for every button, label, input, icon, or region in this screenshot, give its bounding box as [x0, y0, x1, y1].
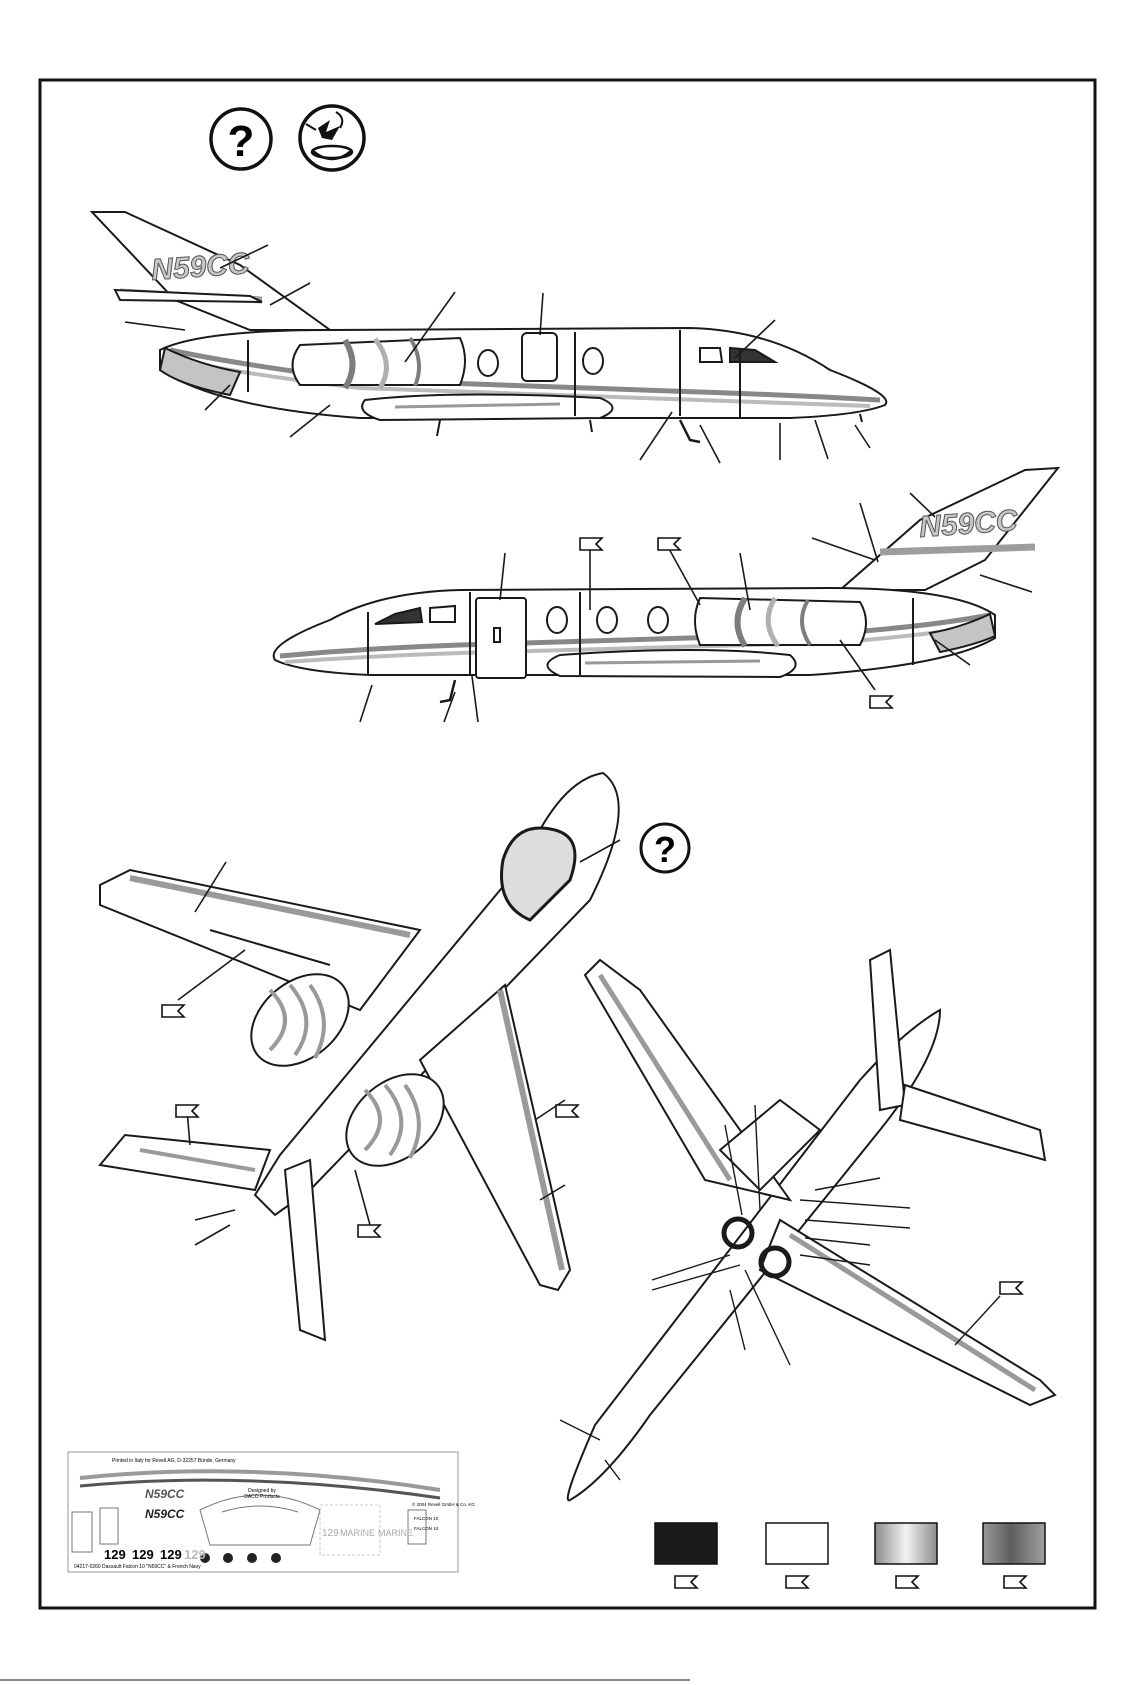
swatch-gunmetal [983, 1523, 1045, 1564]
swatch-flag-white [786, 1576, 808, 1588]
info-icon-top-view: ? [641, 824, 689, 872]
swatch-flag-gunmetal [1004, 1576, 1026, 1588]
decal-flag-2 [658, 538, 680, 550]
decal-flag-4 [162, 1005, 184, 1017]
decal-number-4: 129 [184, 1547, 206, 1562]
decal-marine-2: MARINE [378, 1528, 413, 1538]
decal-number-2: 129 [132, 1547, 154, 1562]
swatch-white [766, 1523, 828, 1564]
decal-falcon-1: FALCON 10 [414, 1516, 439, 1521]
decal-flag-7 [358, 1225, 380, 1237]
color-swatches [655, 1523, 1045, 1564]
swatch-flag-black [675, 1576, 697, 1588]
registration-lower: N59CC [918, 504, 1020, 544]
decal-sheet-preview [68, 1452, 458, 1572]
question-mark-icon: ? [211, 109, 271, 169]
decal-number-3: 129 [160, 1547, 182, 1562]
decal-marine-1: MARINE [340, 1528, 375, 1538]
decal-number-1: 129 [104, 1547, 126, 1562]
decal-sheet-code: 04217-0260 [74, 1564, 101, 1570]
decal-registration-1: N59CC [145, 1487, 185, 1501]
svg-text:?: ? [228, 117, 255, 166]
top-view [100, 773, 619, 1340]
decal-sheet-title: Dassault Falcon 10 "N59CC" & French Navy [102, 1564, 201, 1570]
svg-text:?: ? [654, 829, 676, 870]
decal-registration-2: N59CC [145, 1507, 185, 1521]
decal-flag-3 [870, 696, 892, 708]
side-view-left-facing [274, 468, 1058, 702]
swatch-flag-silver [896, 1576, 918, 1588]
decal-designed-by-2: DACO Products [244, 1494, 280, 1500]
decal-flag-8 [1000, 1282, 1022, 1294]
decal-flag-1 [580, 538, 602, 550]
decal-flag-5 [176, 1105, 198, 1117]
swatch-black [655, 1523, 717, 1564]
decal-copyright: © 2004 Revell GmbH & Co. KG [412, 1501, 475, 1507]
swatch-silver [875, 1523, 937, 1564]
registration-upper: N59CC [150, 247, 252, 287]
decal-printer-line: Printed in Italy for Revell AG, D-32257 … [112, 1458, 236, 1464]
decal-flag-6 [556, 1105, 578, 1117]
decal-marine-number: 129 [322, 1528, 339, 1539]
decal-water-bowl-icon [300, 106, 364, 170]
bottom-view [568, 950, 1055, 1500]
decal-falcon-2: FALCON 10 [414, 1526, 439, 1531]
